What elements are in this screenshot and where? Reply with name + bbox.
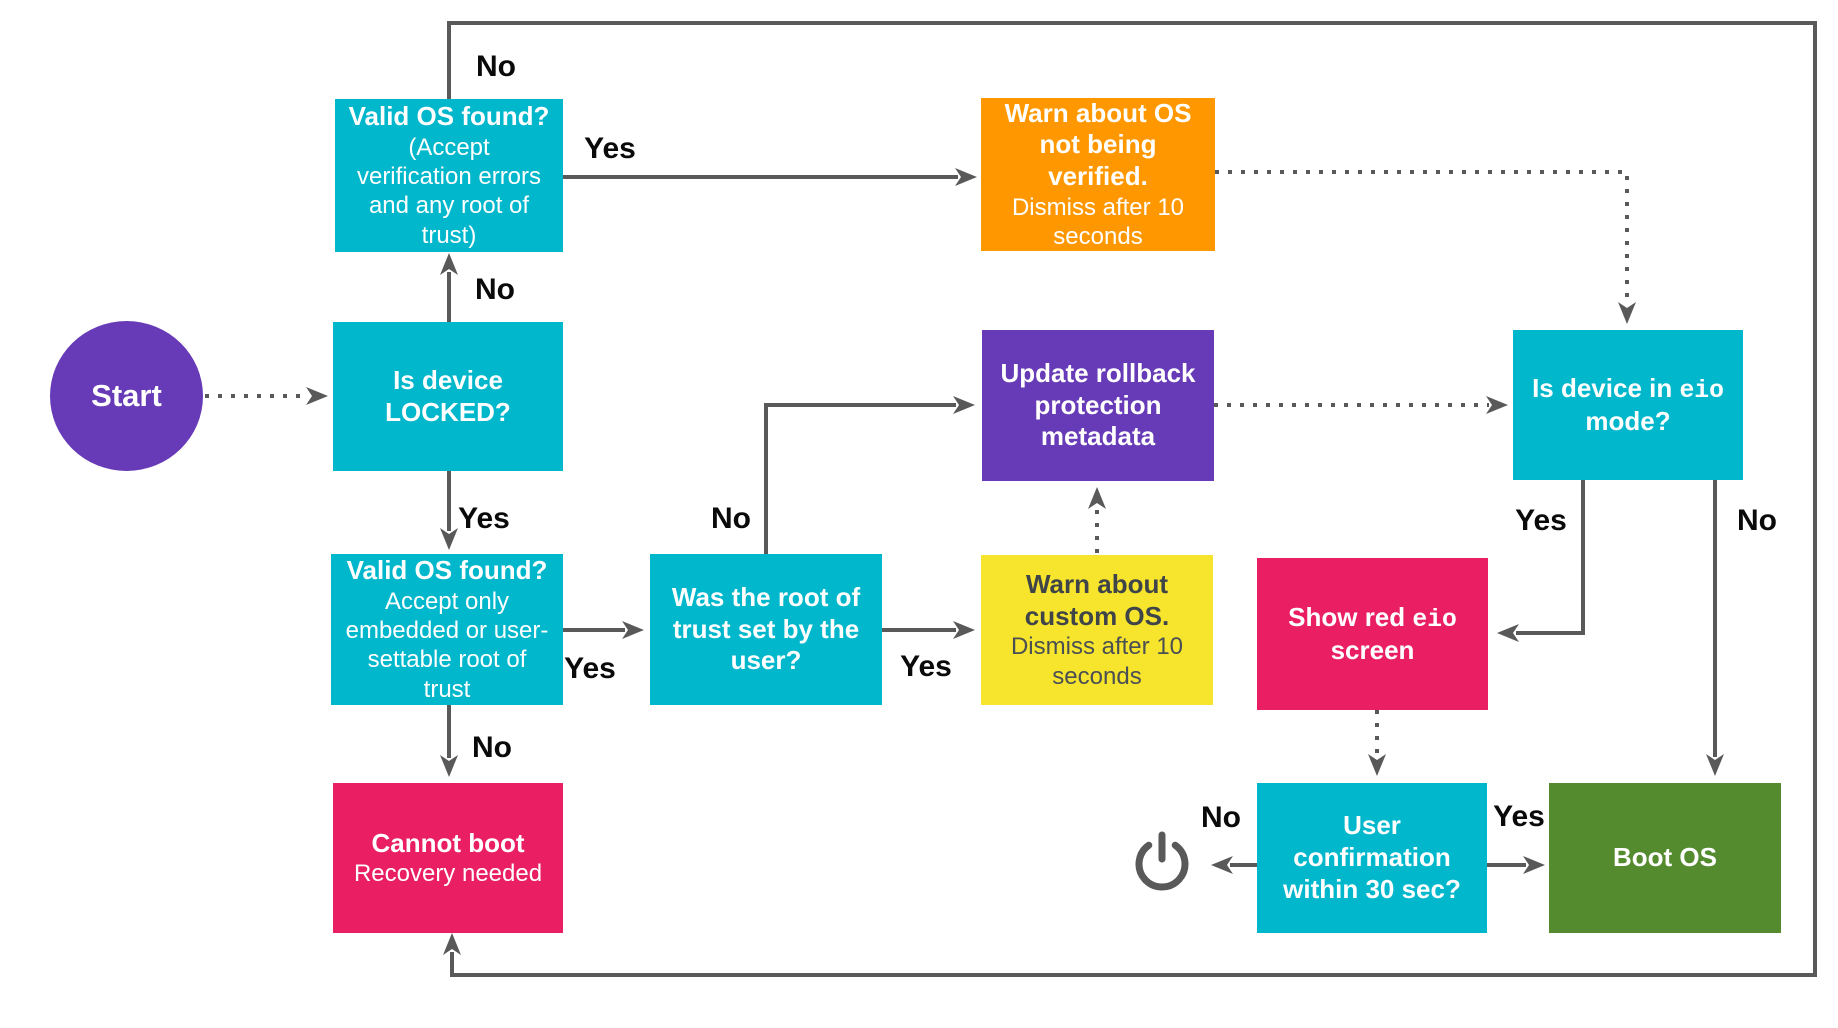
node-eio-mode-title: Is device in eio mode? [1532, 372, 1724, 436]
node-boot-os-title: Boot OS [1613, 842, 1717, 873]
node-warn-unverified-subtitle: Dismiss after 10 seconds [1011, 193, 1185, 251]
node-valid-os-any: Valid OS found? (Accept verification err… [335, 99, 563, 252]
edge-valid-any-no-to-cannot-boot [443, 21, 1817, 977]
node-warn-unverified: Warn about OS not being verified. Dismis… [981, 98, 1215, 251]
label-valid-any-no: No [476, 50, 516, 83]
node-update-rollback-title: Update rollback protection metadata [1000, 357, 1196, 452]
node-boot-os: Boot OS [1549, 783, 1781, 933]
node-show-red-eio-title: Show red eio screen [1288, 601, 1457, 665]
label-locked-yes: Yes [458, 502, 510, 535]
node-is-locked: Is device LOCKED? [333, 322, 563, 471]
edge-warn-unverified-to-eio [1215, 170, 1636, 324]
node-root-of-trust: Was the root of trust set by the user? [650, 554, 882, 705]
label-confirm-no: No [1201, 801, 1241, 834]
node-valid-os-strict: Valid OS found? Accept only embedded or … [331, 554, 563, 705]
node-warn-custom-subtitle: Dismiss after 10 seconds [1010, 633, 1184, 690]
node-eio-mode: Is device in eio mode? [1513, 330, 1743, 480]
node-user-confirmation: User confirmation within 30 sec? [1257, 783, 1487, 933]
eio-mono-text: eio [1679, 376, 1724, 405]
eio-mono-text: eio [1412, 605, 1457, 634]
label-root-no: No [711, 502, 751, 535]
label-valid-strict-yes: Yes [564, 652, 616, 685]
label-root-yes: Yes [900, 650, 952, 683]
node-start-label: Start [91, 378, 162, 414]
node-user-confirmation-title: User confirmation within 30 sec? [1283, 810, 1461, 904]
node-start: Start [50, 321, 203, 471]
node-cannot-boot-title: Cannot boot [371, 827, 525, 858]
label-eio-yes: Yes [1515, 504, 1567, 537]
node-cannot-boot-subtitle: Recovery needed [353, 860, 543, 888]
node-warn-custom: Warn about custom OS. Dismiss after 10 s… [981, 555, 1213, 705]
node-valid-os-any-title: Valid OS found? [348, 101, 550, 132]
label-valid-any-yes: Yes [584, 132, 636, 165]
node-cannot-boot: Cannot boot Recovery needed [333, 783, 563, 933]
node-warn-unverified-title: Warn about OS not being verified. [1004, 97, 1192, 192]
node-valid-os-any-subtitle: (Accept verification errors and any root… [356, 133, 542, 249]
node-valid-os-strict-subtitle: Accept only embedded or user-settable ro… [345, 587, 549, 703]
label-locked-no: No [475, 273, 515, 306]
label-confirm-yes: Yes [1493, 800, 1545, 833]
node-show-red-eio: Show red eio screen [1257, 558, 1488, 710]
edge-root-no-to-update-rollback [764, 396, 975, 554]
edge-eio-yes-to-show-red [1497, 480, 1585, 642]
node-update-rollback: Update rollback protection metadata [982, 330, 1214, 481]
node-valid-os-strict-title: Valid OS found? [346, 555, 548, 586]
node-is-locked-title: Is device LOCKED? [385, 364, 511, 427]
label-valid-strict-no: No [472, 731, 512, 764]
label-eio-no: No [1737, 504, 1777, 537]
node-root-of-trust-title: Was the root of trust set by the user? [671, 581, 861, 676]
power-icon [1128, 826, 1196, 898]
node-warn-custom-title: Warn about custom OS. [1024, 569, 1170, 631]
